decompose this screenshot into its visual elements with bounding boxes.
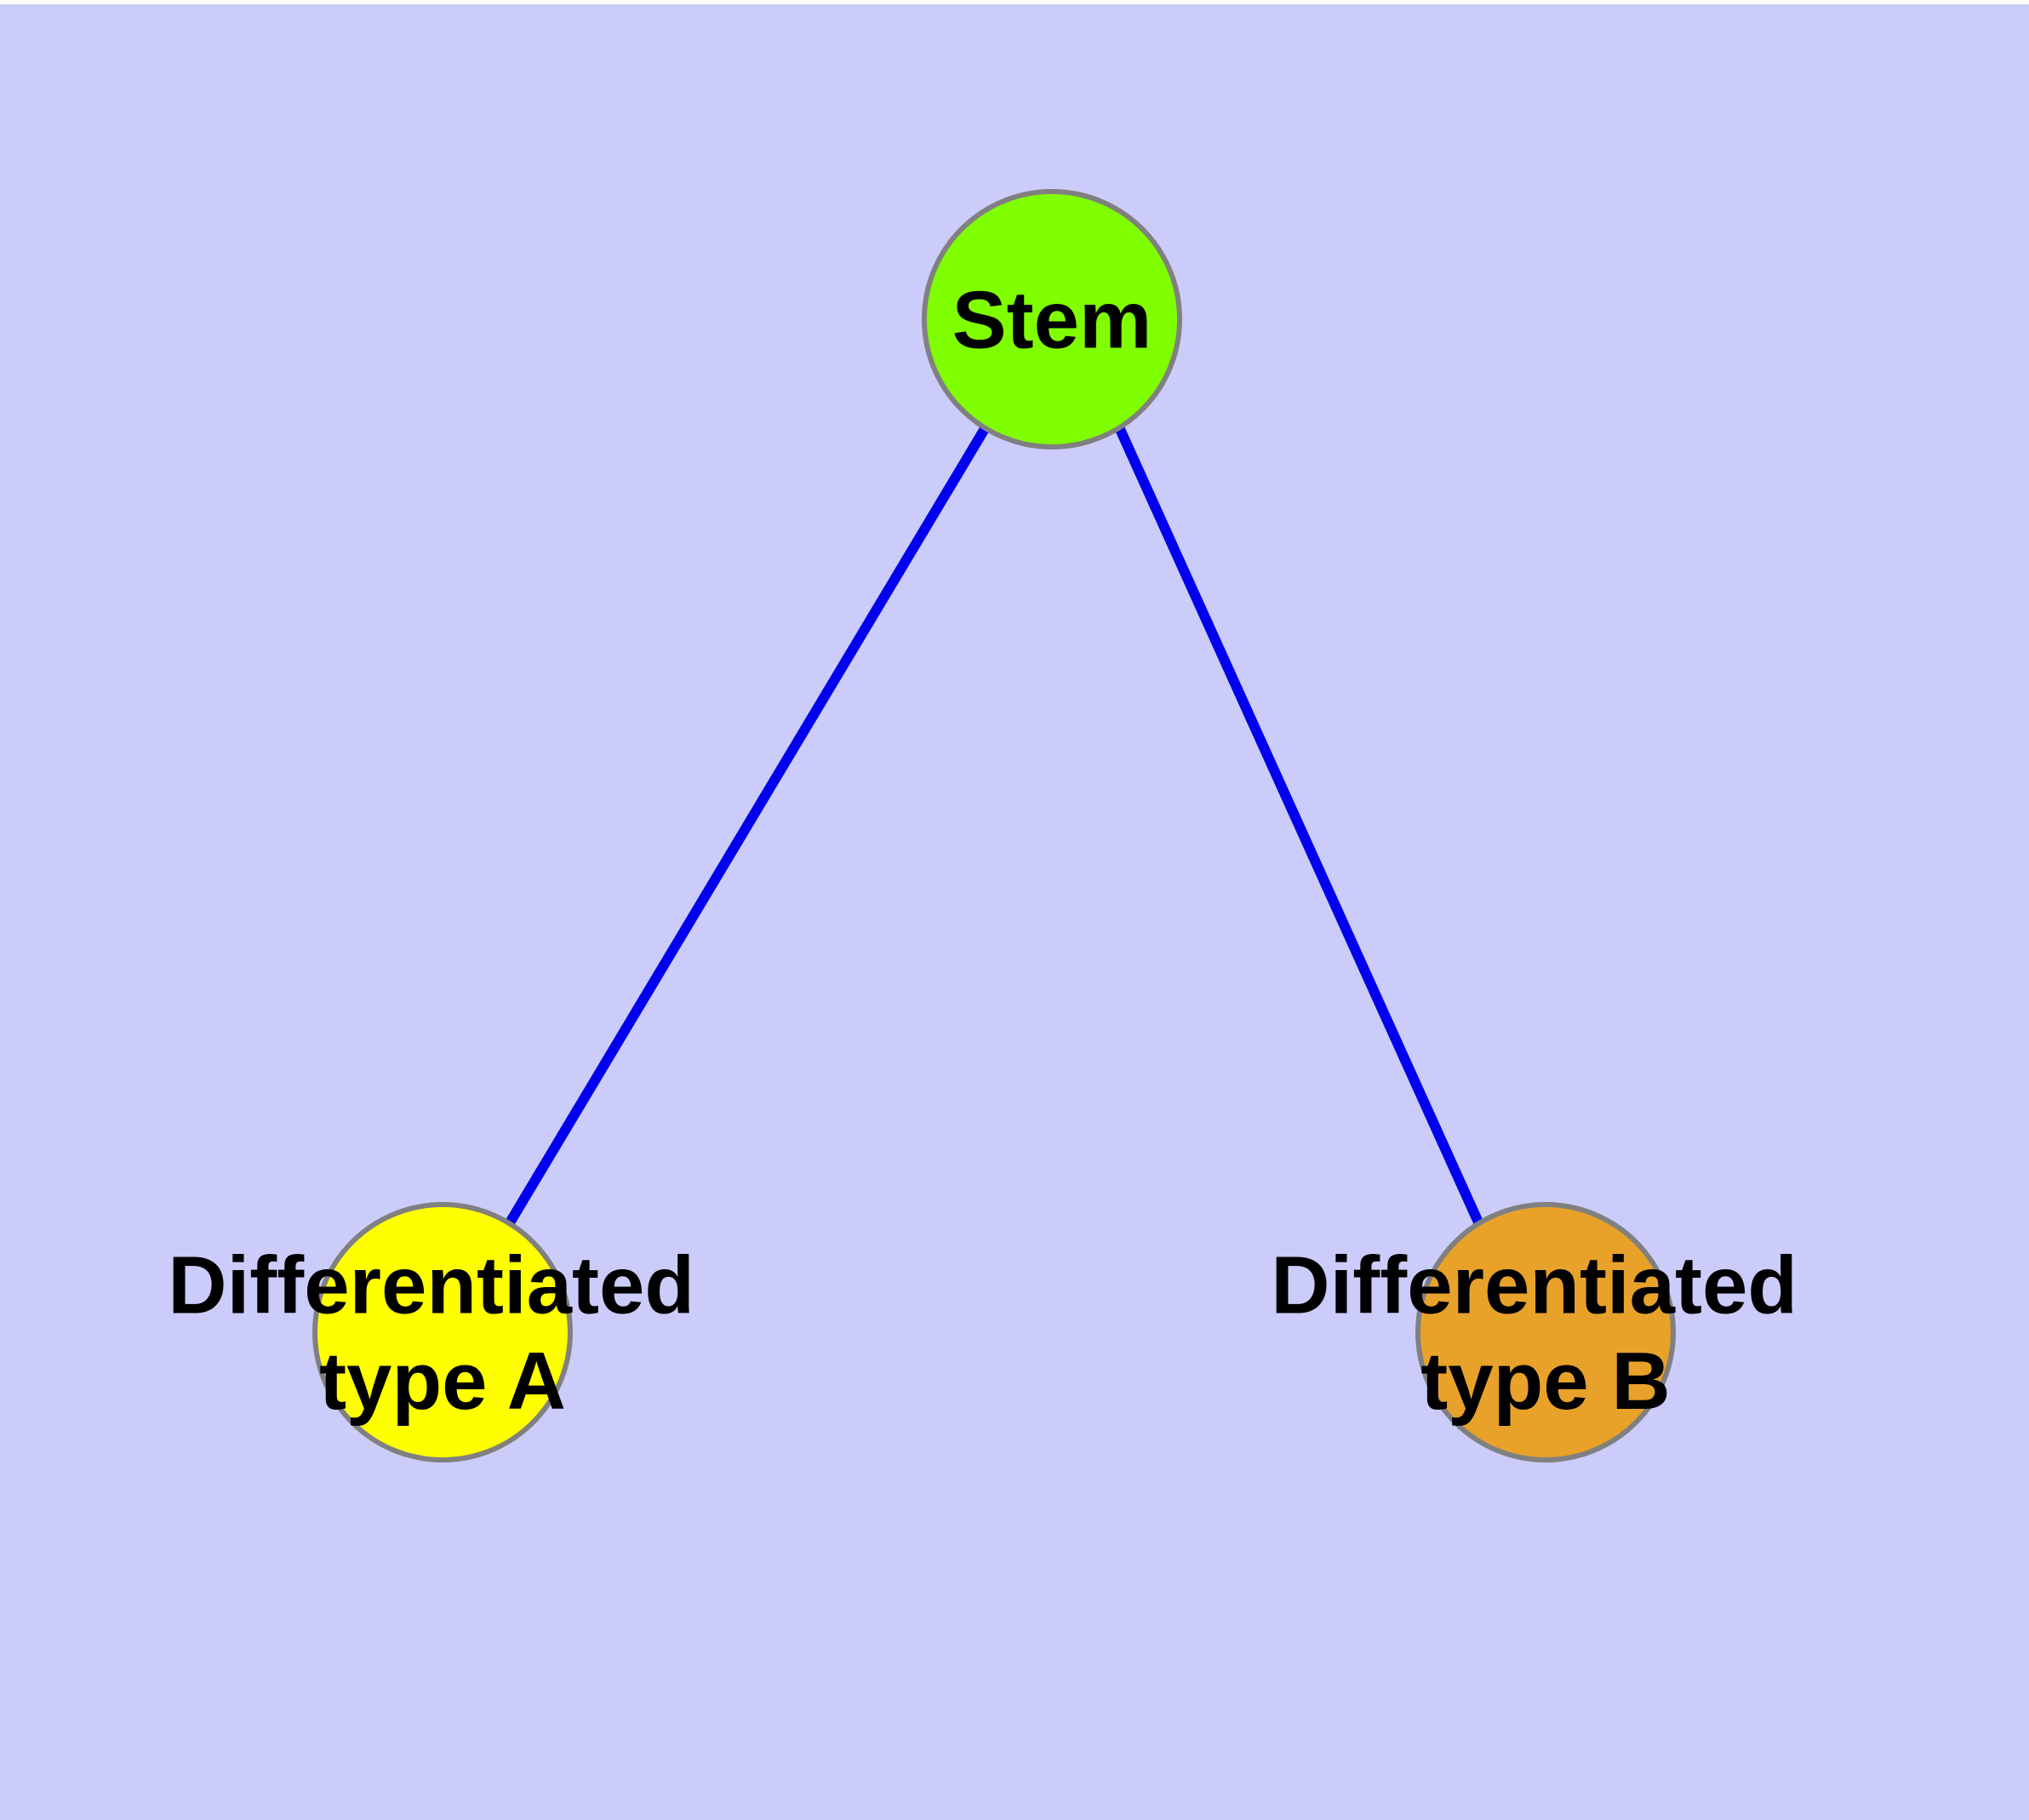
node-differentiated-type-b-label: Differentiated type B (1271, 1239, 1820, 1426)
node-differentiated-type-b-label-line-1: Differentiated (1271, 1239, 1798, 1331)
node-differentiated-type-a-label: Differentiated type A (168, 1239, 717, 1426)
edge-stem-to-differentiated-type-b[interactable] (1114, 425, 1484, 1227)
graph-background: Stem Differentiated type A Differentiate… (0, 4, 2029, 1820)
node-differentiated-type-b-circle[interactable] (1415, 1202, 1676, 1462)
node-stem-label: Stem (952, 275, 1152, 366)
node-stem-circle[interactable] (922, 189, 1182, 449)
node-differentiated-type-a-label-line-2: type A (319, 1336, 566, 1427)
node-differentiated-type-a-circle[interactable] (312, 1202, 573, 1462)
node-stem-label-line-1: Stem (952, 275, 1152, 366)
cell-differentiation-graph: Stem Differentiated type A Differentiate… (168, 189, 1820, 1462)
edge-layer (504, 424, 1484, 1228)
node-differentiated-type-a[interactable]: Differentiated type A (168, 1202, 717, 1462)
node-differentiated-type-a-label-line-1: Differentiated (168, 1239, 694, 1331)
node-differentiated-type-b-label-line-2: type B (1420, 1336, 1670, 1427)
node-stem[interactable]: Stem (922, 189, 1182, 449)
node-layer: Stem Differentiated type A Differentiate… (168, 189, 1820, 1462)
edge-stem-to-differentiated-type-a[interactable] (504, 424, 991, 1228)
node-differentiated-type-b[interactable]: Differentiated type B (1271, 1202, 1820, 1462)
